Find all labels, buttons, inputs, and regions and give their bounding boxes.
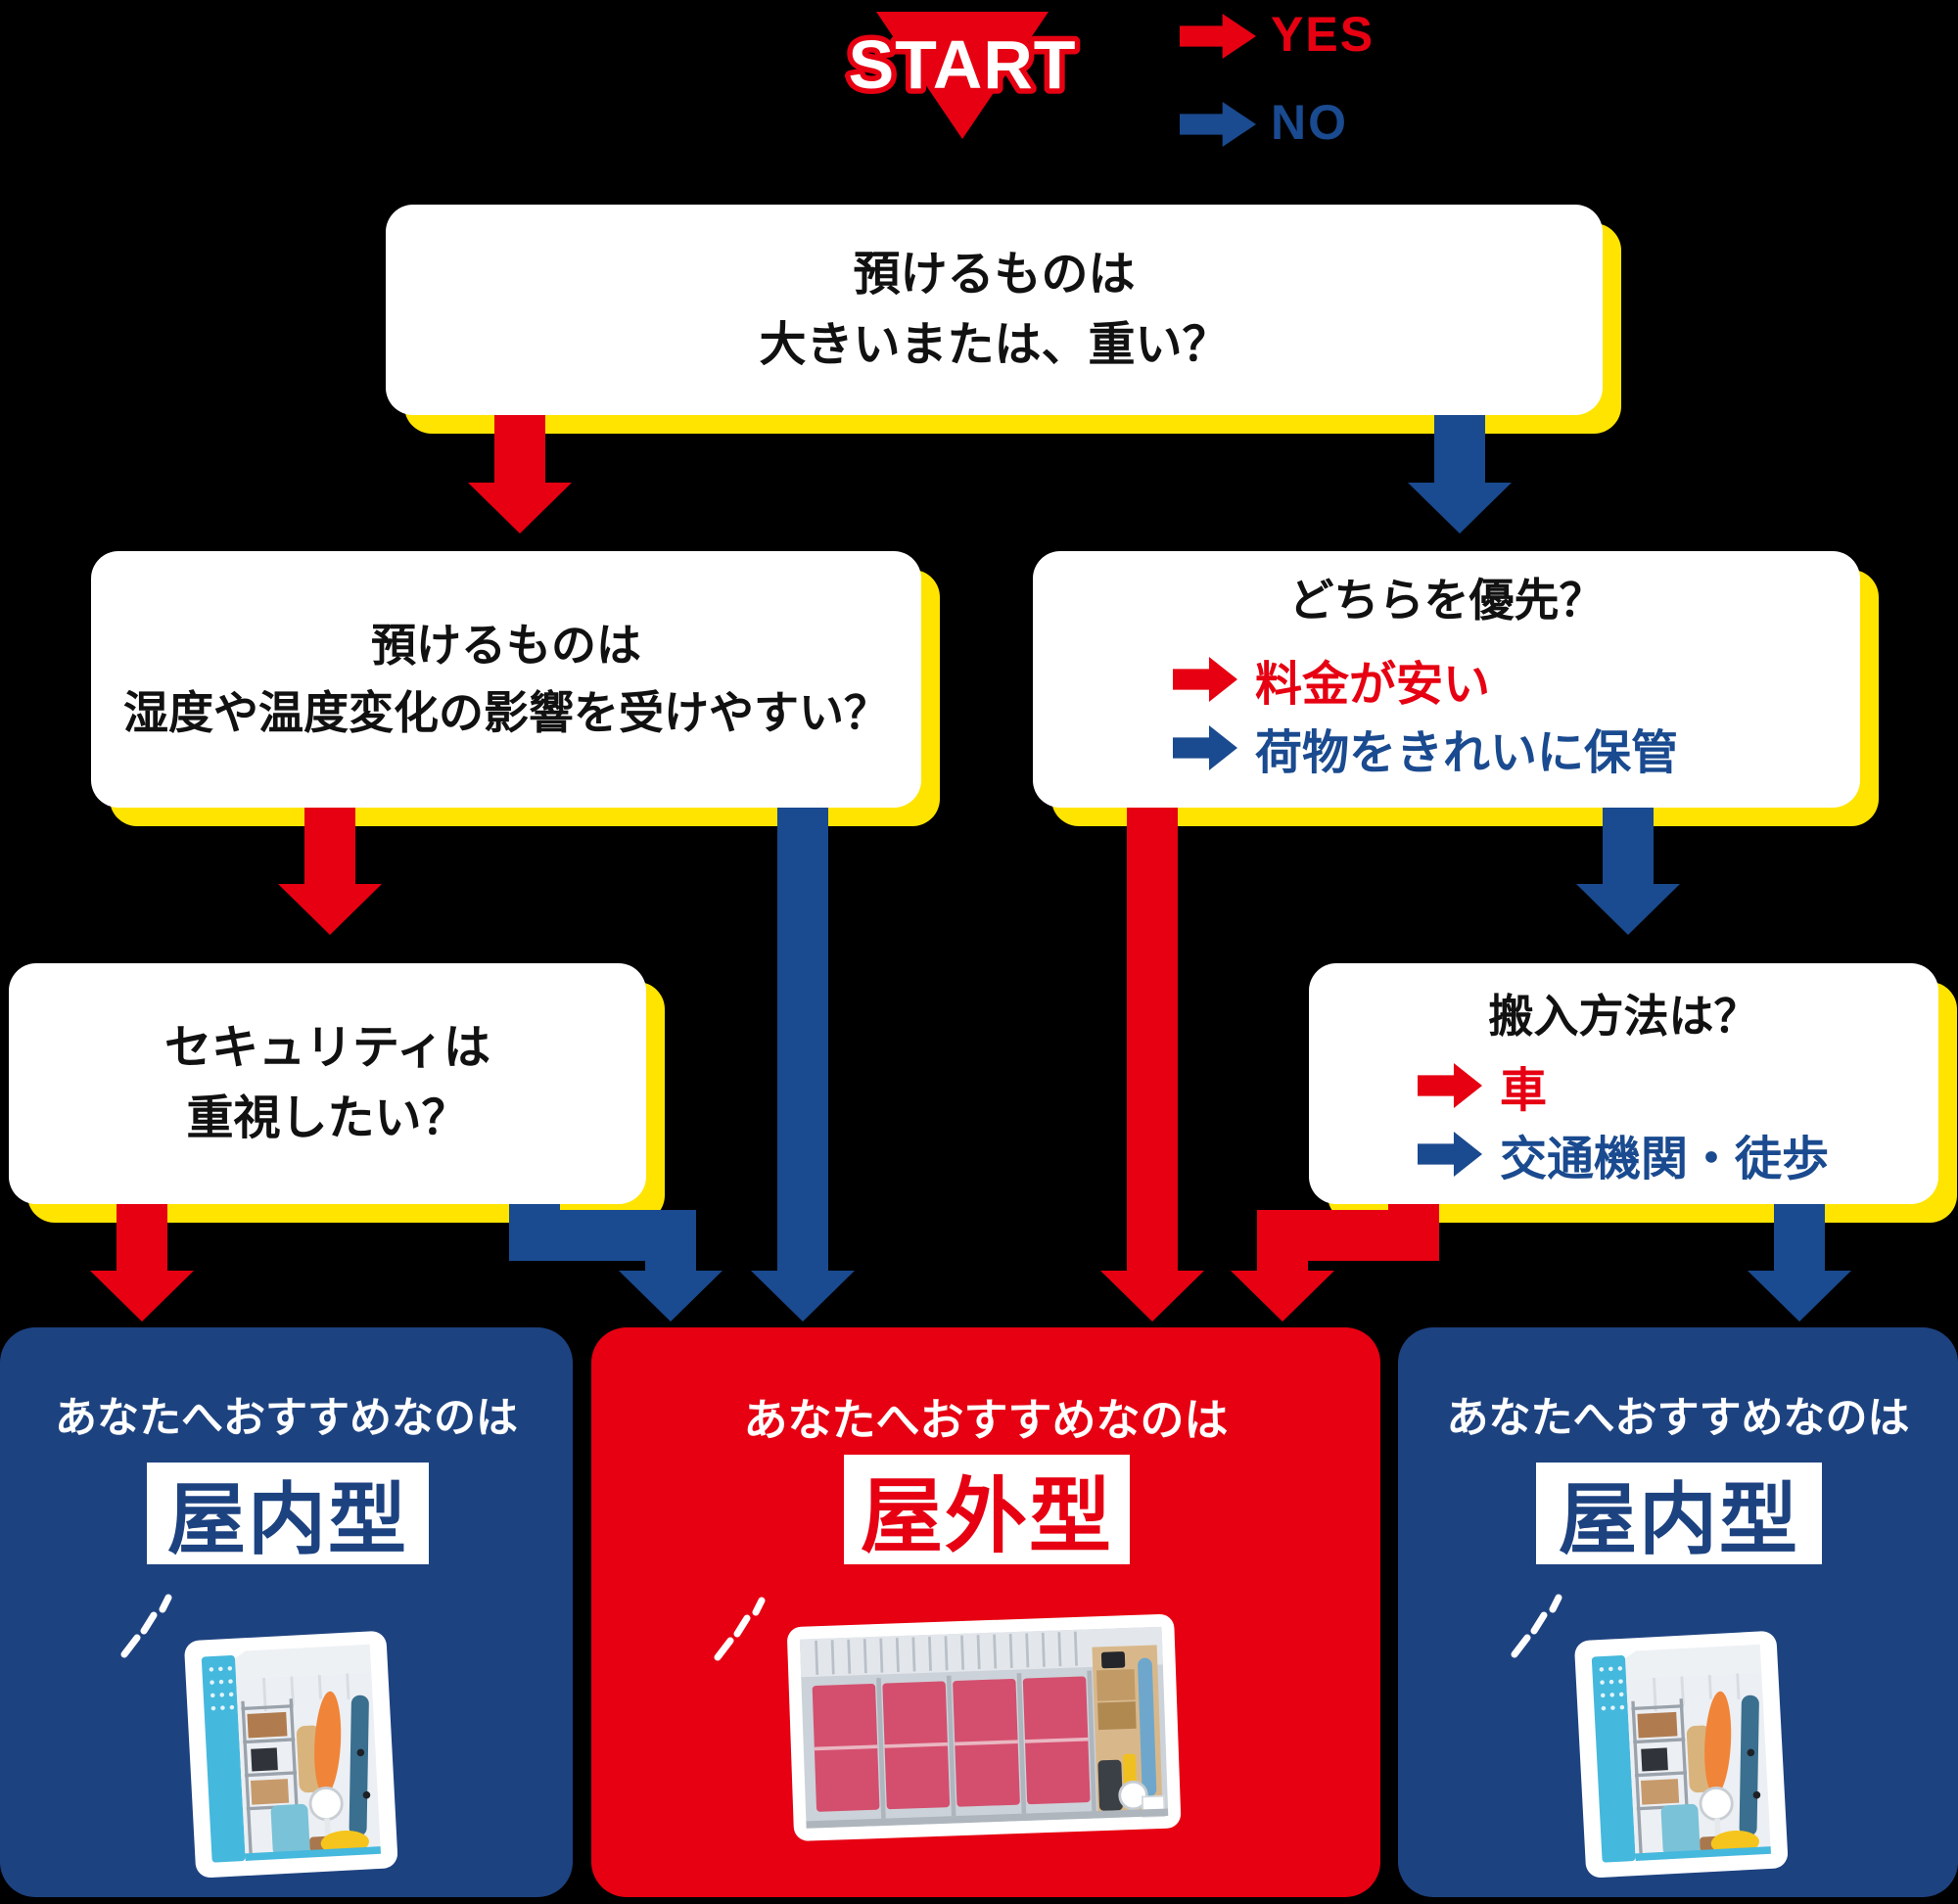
- recommend-lead: あなたへおすすめなのは: [743, 1395, 1229, 1445]
- question-box-carry-in: 搬入方法は？ 車 交通機関・徒歩: [1309, 963, 1938, 1204]
- no-arrow-icon: [1418, 1132, 1482, 1177]
- sparkle-icon: [120, 1594, 172, 1658]
- question-title: どちらを優先？: [1288, 575, 1605, 626]
- legend-no-label: NO: [1271, 95, 1348, 150]
- result-card-indoor-left: あなたへおすすめなのは 屋内型: [0, 1327, 573, 1897]
- question-box-humidity: 預けるものは 湿度や温度変化の影響を受けやすい？: [91, 551, 921, 808]
- type-badge: 屋内型: [1536, 1463, 1822, 1564]
- legend-no-arrow-icon: [1180, 102, 1256, 147]
- question-box-size: 預けるものは 大きいまたは、重い？: [386, 205, 1603, 415]
- no-arrow-icon: [1173, 725, 1237, 770]
- type-label: 屋外型: [860, 1469, 1113, 1562]
- q3-no-arrow-icon: [1576, 808, 1680, 935]
- question-text: 湿度や温度変化の影響を受けやすい？: [123, 687, 889, 738]
- question-text: 重視したい？: [186, 1092, 469, 1144]
- q2-yes-arrow-icon: [278, 808, 382, 935]
- result-card-outdoor: あなたへおすすめなのは 屋外型: [591, 1327, 1380, 1897]
- yes-option-label: 車: [1500, 1065, 1548, 1117]
- type-badge: 屋外型: [844, 1455, 1130, 1564]
- question-text: 預けるものは: [853, 248, 1136, 301]
- q4-yes-arrow-icon: [90, 1204, 194, 1322]
- sparkle-icon: [714, 1597, 766, 1661]
- question-text: セキュリティは: [163, 1022, 491, 1074]
- q5-no-arrow-icon: [1748, 1204, 1851, 1322]
- q4-no-elbow-arrow-icon: [509, 1204, 723, 1322]
- type-badge: 屋内型: [147, 1463, 429, 1564]
- yes-arrow-icon: [1418, 1063, 1482, 1108]
- indoor-storage-photo: [1574, 1631, 1788, 1878]
- q1-no-arrow-icon: [1408, 415, 1512, 534]
- start-label: START: [848, 26, 1076, 103]
- question-title: 搬入方法は？: [1488, 991, 1759, 1042]
- type-label: 屋内型: [167, 1476, 408, 1563]
- q5-yes-elbow-arrow-icon: [1231, 1204, 1439, 1322]
- legend-yes-arrow-icon: [1180, 14, 1256, 59]
- question-box-security: セキュリティは 重視したい？: [9, 963, 646, 1204]
- recommend-lead: あなたへおすすめなのは: [55, 1395, 518, 1442]
- result-card-indoor-right: あなたへおすすめなのは 屋内型: [1398, 1327, 1958, 1897]
- yes-arrow-icon: [1173, 657, 1237, 702]
- yes-option-label: 料金が安い: [1255, 659, 1491, 711]
- legend-yes-label: YES: [1271, 7, 1375, 62]
- outdoor-storage-photo: [787, 1613, 1182, 1841]
- recommend-lead: あなたへおすすめなのは: [1446, 1395, 1910, 1442]
- question-text: 大きいまたは、重い？: [759, 318, 1230, 371]
- question-text: 預けるものは: [371, 620, 641, 671]
- q2-no-arrow-icon: [751, 808, 855, 1322]
- no-option-label: 交通機関・徒歩: [1500, 1134, 1830, 1185]
- q1-yes-arrow-icon: [468, 415, 572, 534]
- indoor-storage-photo: [184, 1631, 397, 1878]
- q3-yes-arrow-icon: [1100, 808, 1204, 1322]
- question-box-priority: どちらを優先？ 料金が安い 荷物をきれいに保管: [1033, 551, 1860, 808]
- no-option-label: 荷物をきれいに保管: [1255, 727, 1679, 779]
- type-label: 屋内型: [1559, 1476, 1799, 1563]
- sparkle-icon: [1511, 1594, 1562, 1658]
- start-triangle-icon: [876, 12, 1049, 139]
